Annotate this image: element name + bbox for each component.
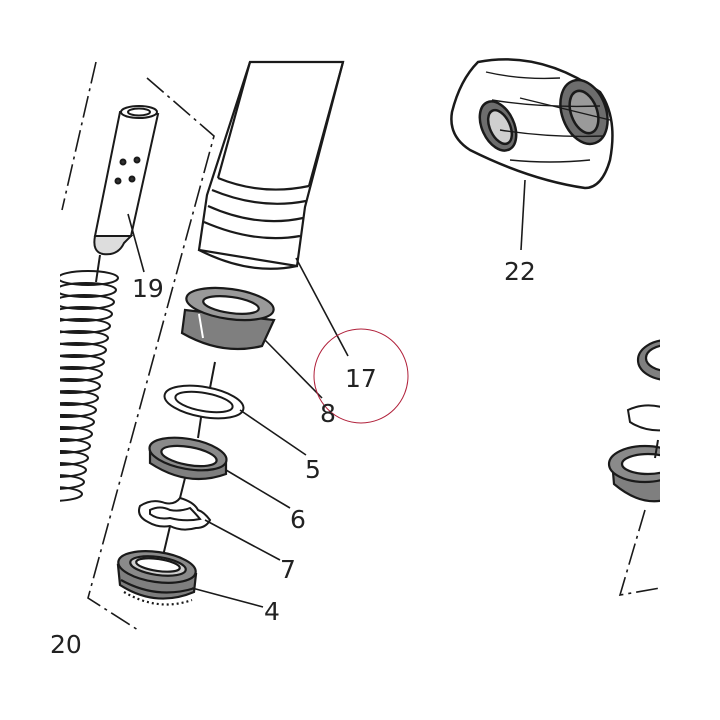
callout-17: 17 — [345, 364, 377, 393]
callout-19: 19 — [132, 274, 164, 303]
assembly-outline — [61, 61, 215, 631]
washer-icon — [163, 384, 245, 420]
leader-lines — [127, 179, 526, 608]
callout-20: 20 — [50, 630, 82, 659]
callout-5: 5 — [305, 455, 321, 484]
callout-4: 4 — [264, 597, 280, 626]
callout-7: 7 — [280, 555, 296, 584]
spring-icon — [60, 270, 119, 502]
seal-icon — [148, 436, 228, 481]
fork-leg-bottom-icon — [450, 58, 614, 190]
clip-icon — [138, 496, 212, 531]
bushing-icon — [180, 286, 276, 351]
cartridge-rod-icon — [93, 105, 160, 256]
callout-labels: 19 17 8 5 6 7 4 22 20 — [50, 257, 536, 659]
callout-8: 8 — [320, 399, 336, 428]
callout-6: 6 — [290, 505, 306, 534]
rod-axis — [95, 254, 101, 283]
right-partial-parts — [607, 339, 660, 597]
fork-tube-icon — [197, 60, 345, 270]
callout-22: 22 — [504, 257, 536, 286]
highlight-circle — [313, 328, 409, 424]
dust-wiper-icon — [116, 550, 198, 606]
